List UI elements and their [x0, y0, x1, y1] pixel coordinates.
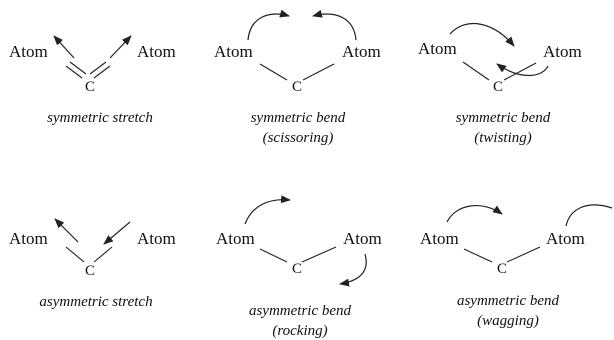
mode-asymmetric-stretch: Atom Atom C asymmetric stretch [9, 218, 176, 310]
stretch-arrow-left [53, 35, 75, 59]
atom-label-right: Atom [543, 42, 582, 61]
atom-label-right: Atom [137, 42, 176, 61]
mode-caption: symmetric stretch [47, 110, 153, 126]
carbon-label: C [85, 79, 95, 95]
mode-caption: symmetric bend [251, 110, 346, 126]
bond-right [503, 62, 537, 81]
bond-left [462, 61, 490, 81]
mode-asymmetric-bend-wagging: Atom Atom C asymmetric bend (wagging) [420, 204, 613, 329]
mode-caption-subtitle: (wagging) [477, 313, 539, 329]
bond-right [301, 246, 337, 263]
stretch-arrow-outward [54, 218, 79, 243]
wag-arrow-right [565, 204, 613, 227]
mode-caption-subtitle: (rocking) [272, 323, 327, 339]
bond-right [506, 246, 541, 263]
bend-arrow-left [247, 9, 290, 41]
rock-arrow-upper [244, 195, 291, 225]
bond-left [259, 63, 288, 81]
mode-caption: asymmetric bend [249, 303, 352, 319]
double-bond-left [65, 65, 83, 79]
stretch-arrow-inward [103, 221, 131, 245]
bond-left [463, 248, 493, 263]
bond-left [65, 246, 85, 263]
bond-right [302, 63, 335, 81]
mode-caption: symmetric bend [456, 110, 551, 126]
carbon-label: C [497, 261, 507, 277]
atom-label-left: Atom [9, 42, 48, 61]
mode-caption-subtitle: (scissoring) [263, 130, 334, 146]
twist-arrow-upper [449, 22, 515, 47]
mode-asymmetric-bend-rocking: Atom Atom C asymmetric bend (rocking) [216, 195, 382, 339]
carbon-label: C [292, 261, 302, 277]
atom-label-left: Atom [214, 42, 253, 61]
bond-left [259, 248, 288, 263]
bend-arrow-right [312, 9, 357, 41]
atom-label-right: Atom [137, 229, 176, 248]
atom-label-left: Atom [420, 229, 459, 248]
carbon-label: C [85, 263, 95, 279]
stretch-arrow-right [109, 35, 132, 59]
wag-arrow-left [446, 205, 503, 223]
mode-caption: asymmetric bend [457, 293, 560, 309]
mode-symmetric-bend-scissoring: Atom Atom C symmetric bend (scissoring) [214, 9, 381, 146]
double-bond-left-second [69, 61, 87, 75]
atom-label-right: Atom [342, 42, 381, 61]
atom-label-left: Atom [216, 229, 255, 248]
twist-arrow-lower [496, 63, 549, 77]
atom-label-left: Atom [9, 229, 48, 248]
mode-symmetric-stretch: Atom Atom C symmetric stretch [9, 35, 176, 126]
mode-symmetric-bend-twisting: Atom Atom C symmetric bend (twisting) [418, 22, 582, 146]
carbon-label: C [493, 79, 503, 95]
rock-arrow-lower [339, 253, 367, 287]
mode-caption-subtitle: (twisting) [474, 130, 532, 146]
atom-label-left: Atom [418, 39, 457, 58]
double-bond-right-second [89, 61, 107, 75]
atom-label-right: Atom [546, 229, 585, 248]
bond-right [93, 246, 113, 263]
atom-label-right: Atom [343, 229, 382, 248]
double-bond-right [93, 65, 111, 79]
carbon-label: C [292, 79, 302, 95]
mode-caption: asymmetric stretch [39, 294, 152, 310]
